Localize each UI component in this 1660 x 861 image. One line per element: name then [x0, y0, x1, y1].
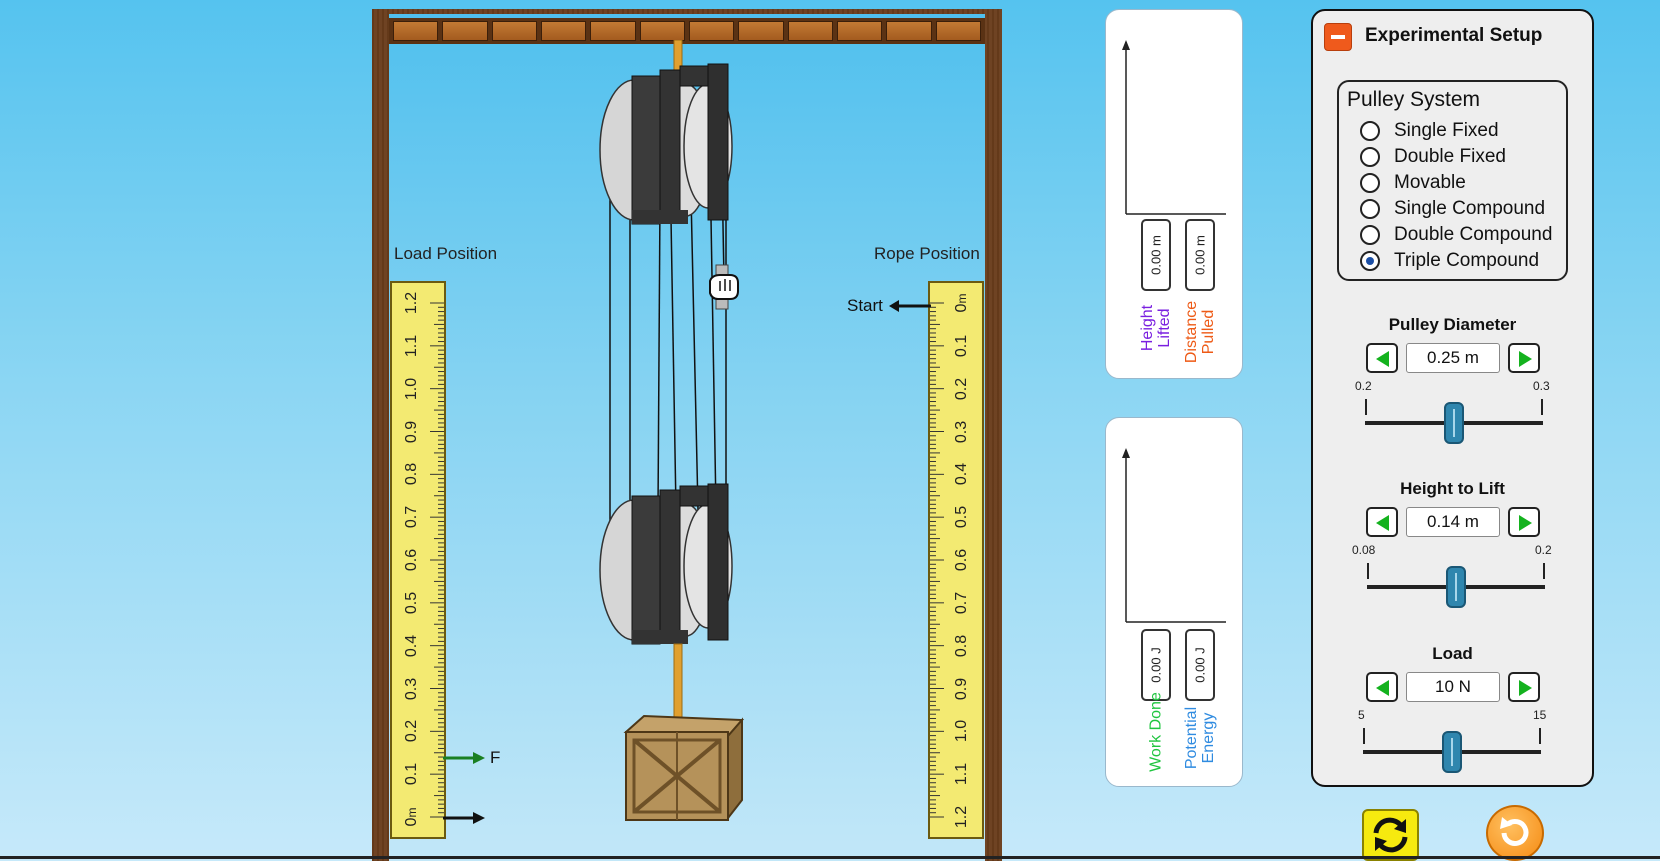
height-lifted-label: Height Lifted — [1139, 304, 1173, 352]
pulley-diameter-title: Pulley Diameter — [1388, 315, 1517, 334]
radio-button[interactable] — [1360, 225, 1380, 245]
radio-single-fixed[interactable]: Single Fixed — [1360, 119, 1499, 143]
distance-pulled-value: 0.00 m — [1185, 219, 1215, 291]
energy-graph-panel — [1105, 417, 1243, 787]
ruler-tick-label: 0.5 — [953, 506, 970, 529]
top-pulley-block — [599, 63, 733, 225]
height-lifted-value: 0.00 m — [1141, 219, 1171, 291]
ruler-tick-label: 0m — [953, 293, 970, 313]
radio-double-compound[interactable]: Double Compound — [1360, 223, 1552, 247]
ruler-tick-label: 1.1 — [953, 763, 970, 786]
bottom-pulley-block — [599, 483, 733, 645]
potential-energy-label: Potential Energy — [1183, 706, 1217, 770]
ceiling-beam — [389, 18, 985, 44]
load-crate — [623, 714, 745, 821]
ruler-tick-label: 0.6 — [403, 548, 420, 572]
pulley-assembly — [599, 40, 733, 729]
ruler-tick-label: 1.2 — [403, 291, 420, 315]
ruler-tick-label: 0.4 — [403, 634, 420, 657]
ruler-tick-label: 0.7 — [953, 591, 970, 614]
radio-button[interactable] — [1360, 121, 1380, 141]
height-to-lift-increase-button[interactable] — [1508, 507, 1540, 537]
height-to-lift-slider-thumb[interactable] — [1446, 566, 1466, 608]
ruler-tick-label: 1.0 — [953, 720, 970, 743]
start-label: Start — [847, 296, 883, 315]
refresh-icon — [1500, 817, 1529, 846]
rope-position-ruler: 0m 0.1 0.2 0.3 0.4 0.5 0.6 0.7 0.8 0.9 1.0 1.1 1.2 — [928, 281, 984, 839]
ruler-tick-label: 0.7 — [403, 506, 420, 529]
load-marker-arrow-icon — [443, 812, 485, 824]
height-to-lift-title: Height to Lift — [1400, 479, 1505, 498]
bottom-border — [0, 856, 1660, 859]
ruler-tick-label: 0.2 — [403, 720, 420, 743]
energy-graph-axes — [1122, 448, 1226, 623]
distance-pulled-label: Distance Pulled — [1183, 300, 1217, 364]
work-done-label: Work Done — [1147, 692, 1165, 772]
radio-button[interactable] — [1360, 147, 1380, 167]
ruler-tick-label: 0.9 — [953, 677, 970, 700]
refresh-button[interactable] — [1486, 805, 1544, 861]
pulley-diameter-max: 0.3 — [1533, 379, 1550, 393]
load-position-title: Load Position — [394, 244, 498, 263]
load-min: 5 — [1358, 708, 1365, 722]
load-value[interactable]: 10 N — [1406, 672, 1500, 702]
ruler-tick-label: 0.3 — [953, 420, 970, 443]
cycle-arrows-icon — [1373, 817, 1408, 853]
pulley-diameter-value[interactable]: 0.25 m — [1406, 343, 1500, 373]
pulley-system-title: Pulley System — [1347, 88, 1481, 111]
panel-title: Experimental Setup — [1365, 25, 1543, 46]
radio-button[interactable] — [1360, 199, 1380, 219]
height-to-lift-value[interactable]: 0.14 m — [1406, 507, 1500, 537]
radio-movable[interactable]: Movable — [1360, 171, 1466, 195]
radio-button[interactable] — [1360, 173, 1380, 193]
force-label: F — [490, 748, 501, 767]
radio-single-compound[interactable]: Single Compound — [1360, 197, 1545, 221]
load-max: 15 — [1533, 708, 1547, 722]
ruler-tick-label: 1.1 — [403, 334, 420, 357]
pulley-diameter-slider-thumb[interactable] — [1444, 402, 1464, 444]
load-decrease-button[interactable] — [1366, 672, 1398, 702]
ruler-tick-label: 0m — [403, 807, 420, 827]
ruler-tick-label: 1.0 — [403, 377, 420, 400]
distance-graph-panel — [1105, 9, 1243, 379]
collapse-panel-button[interactable] — [1324, 23, 1352, 51]
load-increase-button[interactable] — [1508, 672, 1540, 702]
ruler-tick-label: 0.4 — [953, 463, 970, 486]
work-done-value: 0.00 J — [1141, 629, 1171, 701]
start-arrow-icon — [889, 300, 931, 312]
ruler-tick-label: 1.2 — [953, 805, 970, 829]
distance-graph-axes — [1122, 40, 1226, 215]
ruler-tick-label: 0.2 — [953, 377, 970, 400]
potential-energy-value: 0.00 J — [1185, 629, 1215, 701]
height-to-lift-max: 0.2 — [1535, 543, 1552, 557]
ruler-tick-label: 0.8 — [403, 463, 420, 486]
pulley-diameter-decrease-button[interactable] — [1366, 343, 1398, 373]
rope-position-title: Rope Position — [874, 244, 980, 263]
ruler-tick-label: 0.3 — [403, 677, 420, 700]
reset-button[interactable] — [1362, 809, 1419, 861]
pulley-diameter-increase-button[interactable] — [1508, 343, 1540, 373]
ruler-tick-label: 0.1 — [953, 334, 970, 357]
ruler-tick-label: 0.5 — [403, 591, 420, 614]
grab-hand-icon[interactable] — [706, 263, 742, 311]
ruler-tick-label: 0.9 — [403, 420, 420, 443]
load-position-ruler: 1.2 1.1 1.0 0.9 0.8 0.7 0.6 0.5 0.4 0.3 0.2 0.1 0m — [390, 281, 446, 839]
ruler-tick-label: 0.6 — [953, 548, 970, 572]
height-to-lift-decrease-button[interactable] — [1366, 507, 1398, 537]
height-to-lift-min: 0.08 — [1352, 543, 1376, 557]
load-slider-thumb[interactable] — [1442, 731, 1462, 773]
radio-button-selected[interactable] — [1360, 251, 1380, 271]
radio-double-fixed[interactable]: Double Fixed — [1360, 145, 1506, 169]
ruler-tick-label: 0.8 — [953, 634, 970, 657]
pulley-diameter-min: 0.2 — [1355, 379, 1372, 393]
ruler-tick-label: 0.1 — [403, 763, 420, 786]
force-arrow-icon — [443, 752, 485, 764]
load-title: Load — [1432, 644, 1473, 663]
radio-triple-compound[interactable]: Triple Compound — [1360, 249, 1539, 273]
